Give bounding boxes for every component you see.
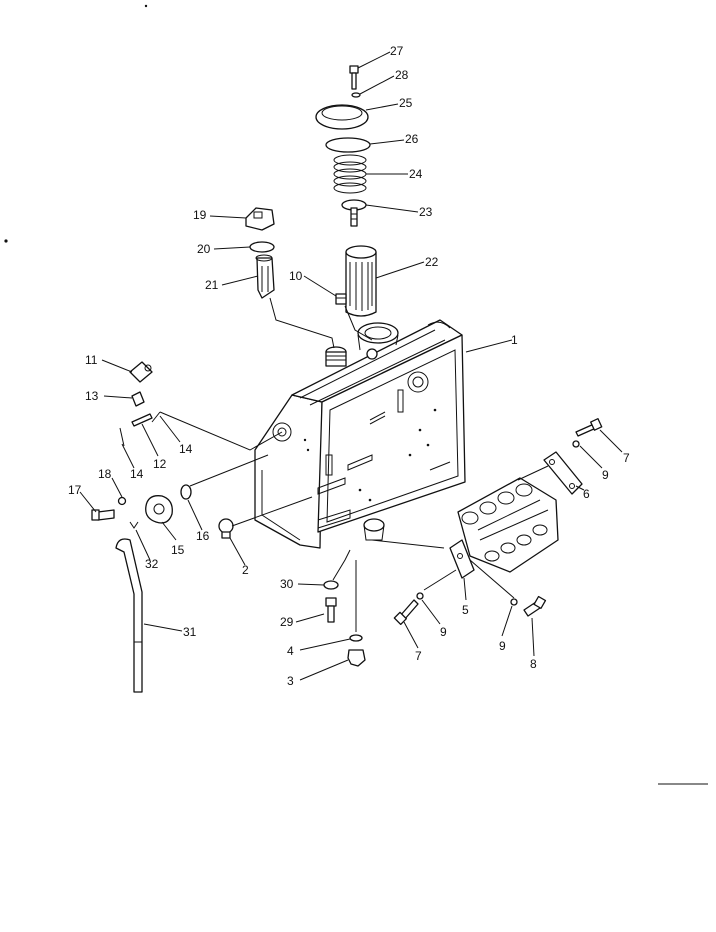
callout-1: 1 — [511, 333, 518, 347]
callout-13: 13 — [85, 389, 99, 403]
drain-plug — [218, 518, 234, 539]
leader-lines — [79, 51, 623, 681]
hose — [115, 538, 143, 693]
o-ring — [180, 484, 192, 500]
rod — [119, 427, 125, 447]
o-ring — [325, 137, 371, 153]
bolt — [91, 509, 115, 521]
clip — [131, 391, 145, 407]
callout-15: 15 — [171, 543, 185, 557]
callout-5: 5 — [462, 603, 469, 617]
washer — [351, 92, 361, 98]
bolt — [575, 418, 603, 437]
o-ring — [349, 634, 363, 642]
callout-labels: 1 2 3 4 5 6 7 7 8 9 9 9 10 11 12 13 14 1… — [68, 44, 630, 688]
callout-9: 9 — [602, 468, 609, 482]
callout-18: 18 — [98, 467, 112, 481]
callout-9c: 9 — [499, 639, 506, 653]
callout-32: 32 — [145, 557, 159, 571]
callout-26: 26 — [405, 132, 419, 146]
valve-bank — [457, 477, 559, 573]
assembly-lines — [159, 297, 549, 632]
filter-element — [345, 245, 377, 317]
washer — [510, 598, 518, 606]
callout-12: 12 — [153, 457, 167, 471]
stray-mark — [4, 239, 8, 243]
callout-22: 22 — [425, 255, 439, 269]
callout-25: 25 — [399, 96, 413, 110]
callout-24: 24 — [409, 167, 423, 181]
callout-11: 11 — [85, 353, 98, 367]
callout-28: 28 — [395, 68, 409, 82]
washer — [323, 580, 339, 590]
clip — [129, 361, 153, 383]
cover-flange — [145, 495, 173, 524]
valve-bracket — [449, 539, 475, 579]
strainer — [255, 254, 275, 299]
callout-30: 30 — [280, 577, 294, 591]
callout-29: 29 — [280, 615, 294, 629]
callout-4: 4 — [287, 644, 294, 658]
callout-7: 7 — [623, 451, 630, 465]
callout-27: 27 — [390, 44, 404, 58]
plug — [335, 293, 347, 305]
rod — [151, 411, 161, 423]
clip — [129, 521, 139, 529]
callout-10: 10 — [289, 269, 303, 283]
cover — [315, 104, 369, 130]
callout-31: 31 — [183, 625, 197, 639]
bolt — [325, 597, 337, 623]
callout-6: 6 — [583, 487, 590, 501]
stray-mark — [144, 4, 148, 8]
callout-14: 14 — [130, 467, 144, 481]
packing — [249, 241, 275, 253]
callout-21: 21 — [205, 278, 219, 292]
callout-2: 2 — [242, 563, 249, 577]
gasket — [543, 451, 583, 495]
valve — [341, 199, 367, 227]
bolt — [349, 65, 359, 90]
cap — [245, 207, 275, 231]
callout-16: 16 — [196, 529, 210, 543]
bolt — [393, 599, 419, 626]
callout-8: 8 — [530, 657, 537, 671]
callout-23: 23 — [419, 205, 433, 219]
callout-14b: 14 — [179, 442, 193, 456]
callout-3: 3 — [287, 674, 294, 688]
callout-19: 19 — [193, 208, 207, 222]
bolt — [523, 595, 547, 617]
tank — [254, 319, 466, 549]
spring — [333, 154, 367, 194]
pin — [131, 413, 153, 427]
callout-17: 17 — [68, 483, 82, 497]
washer — [416, 592, 424, 600]
callout-20: 20 — [197, 242, 211, 256]
nut — [347, 649, 366, 667]
callout-7b: 7 — [415, 649, 422, 663]
washer — [572, 440, 580, 448]
callout-9b: 9 — [440, 625, 447, 639]
washer — [117, 496, 127, 506]
